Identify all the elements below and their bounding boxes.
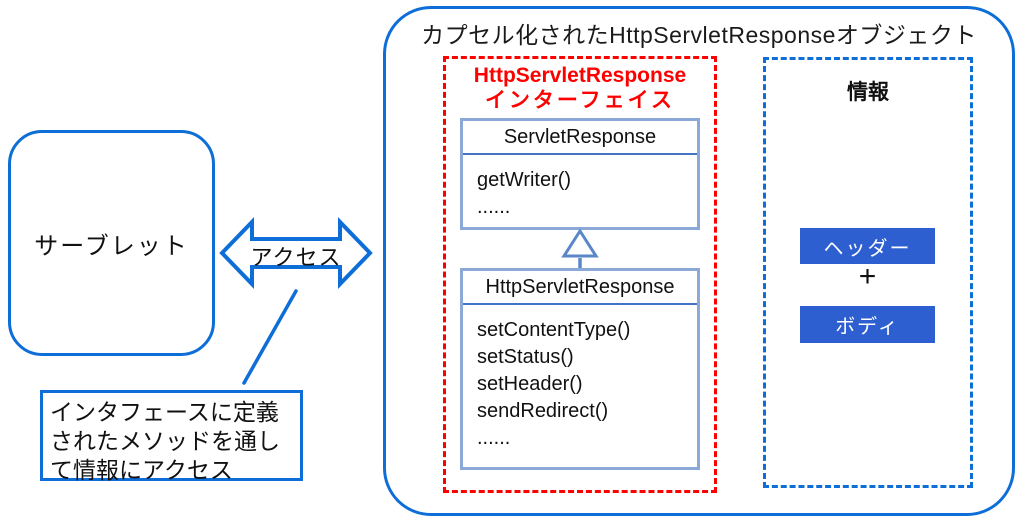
class-method: ...... bbox=[477, 427, 511, 449]
class-method: setContentType() bbox=[477, 319, 631, 341]
inheritance-arrow-icon bbox=[561, 229, 599, 269]
httpservletresponse-class-name: HttpServletResponse bbox=[463, 271, 697, 305]
class-method: ...... bbox=[477, 196, 511, 218]
access-double-arrow-icon bbox=[219, 217, 373, 289]
body-chip: ボディ bbox=[800, 306, 935, 343]
interface-title-line1: HttpServletResponse bbox=[473, 64, 687, 87]
info-panel-title: 情報 bbox=[847, 81, 889, 104]
note-connector-line bbox=[242, 289, 298, 385]
httpservletresponse-class-box: HttpServletResponse setContentType() set… bbox=[460, 268, 700, 470]
interface-panel: HttpServletResponse インターフェイス ServletResp… bbox=[443, 56, 717, 493]
servletresponse-class-box: ServletResponse getWriter() ...... bbox=[460, 118, 700, 230]
servlet-label: サーブレット bbox=[34, 232, 189, 260]
access-arrow-label: アクセス bbox=[250, 245, 342, 270]
class-method: getWriter() bbox=[477, 169, 572, 191]
servlet-box: サーブレット bbox=[8, 130, 215, 356]
class-method: setStatus() bbox=[477, 346, 574, 368]
header-chip: ヘッダー bbox=[800, 228, 935, 264]
servletresponse-methods: getWriter() ...... bbox=[463, 155, 697, 221]
encapsulated-response-container bbox=[383, 6, 1015, 516]
info-panel: 情報 ヘッダー + ボディ bbox=[763, 57, 973, 488]
interface-title-line2: インターフェイス bbox=[484, 89, 676, 112]
servletresponse-class-name: ServletResponse bbox=[463, 121, 697, 155]
httpservletresponse-methods: setContentType() setStatus() setHeader()… bbox=[463, 305, 697, 452]
note-box: インタフェースに定義されたメソッドを通して情報にアクセス bbox=[40, 390, 303, 483]
diagram-title: カプセル化されたHttpServletResponseオブジェクト bbox=[421, 22, 977, 48]
interface-panel-title: HttpServletResponse インターフェイス bbox=[446, 63, 714, 113]
class-method: setHeader() bbox=[477, 373, 583, 395]
plus-sign: + bbox=[858, 260, 877, 293]
class-method: sendRedirect() bbox=[477, 400, 609, 422]
